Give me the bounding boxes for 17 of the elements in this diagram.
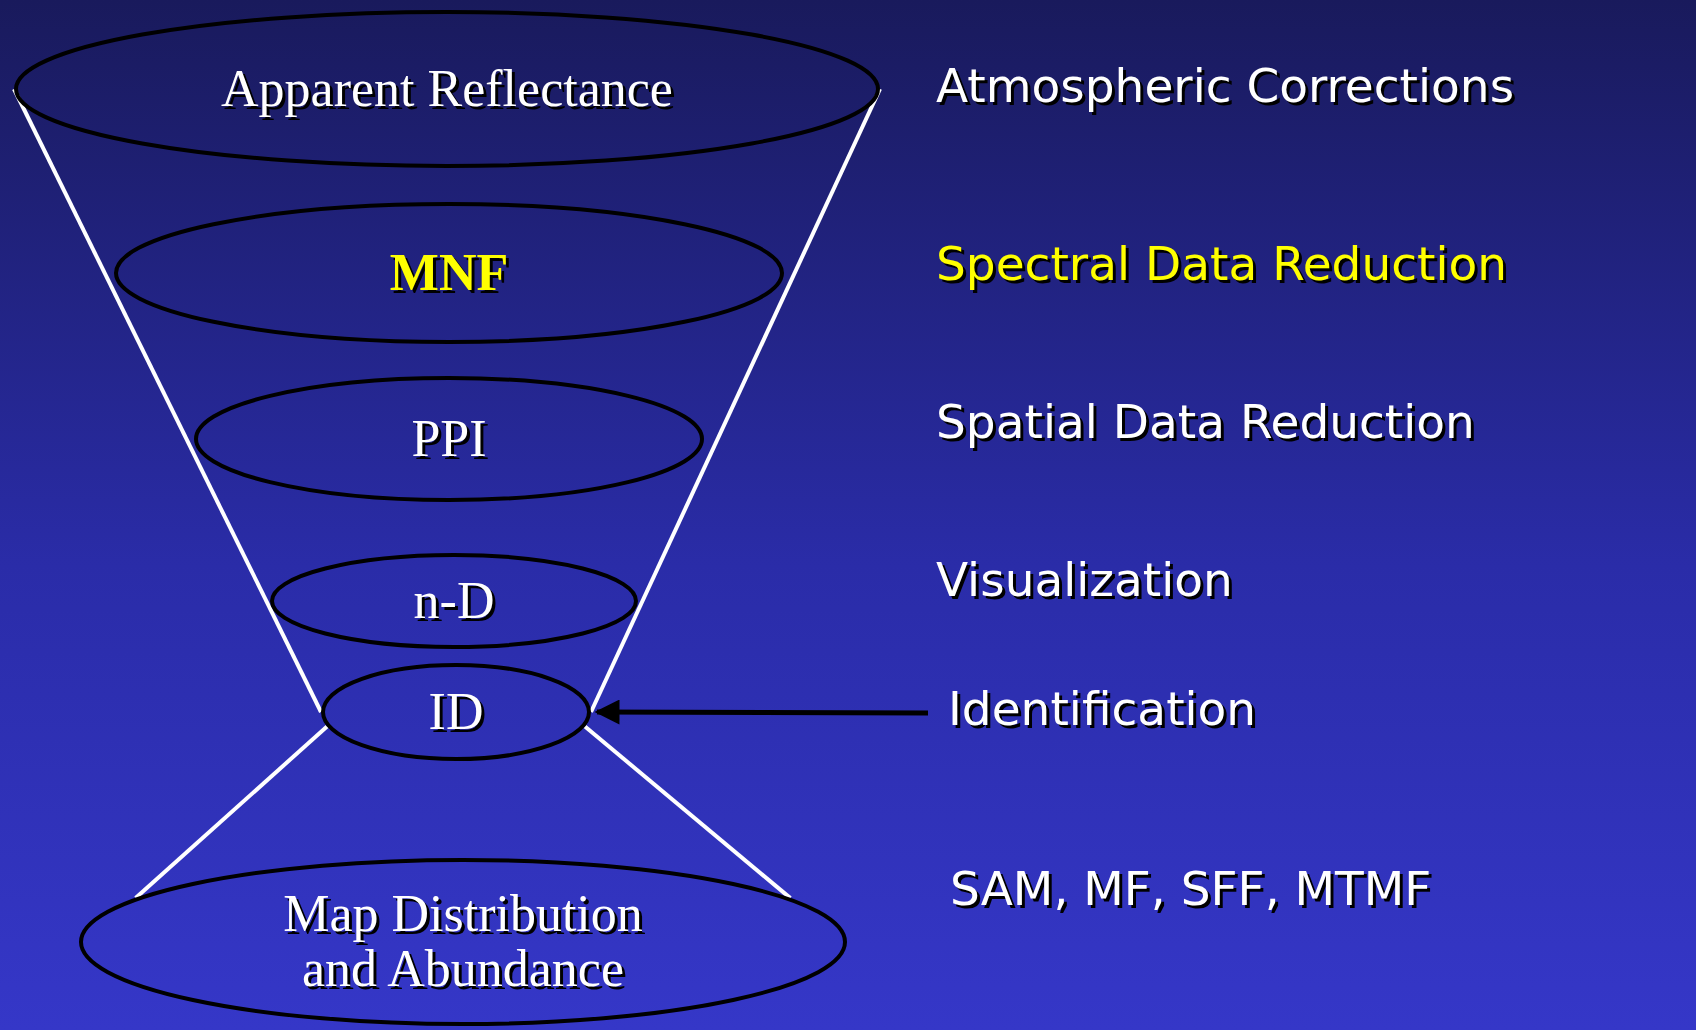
arrow xyxy=(594,699,928,725)
node-label: PPI xyxy=(411,411,487,467)
funnel-line xyxy=(12,88,323,713)
step-label: Identification xyxy=(948,681,1257,736)
node-label: MNF xyxy=(389,245,509,301)
funnel-line xyxy=(589,88,882,713)
funnel-line xyxy=(583,724,792,900)
step-label: SAM, MF, SFF, MTMF xyxy=(950,862,1433,917)
node-label: Map Distribution and Abundance xyxy=(282,887,644,997)
node-label: Apparent Reflectance xyxy=(221,61,673,117)
step-label: Atmospheric Corrections xyxy=(936,59,1515,114)
node-label: ID xyxy=(428,684,484,740)
step-label: Spatial Data Reduction xyxy=(936,395,1475,450)
step-label: Spectral Data Reduction xyxy=(936,237,1508,292)
funnel-line xyxy=(134,725,329,900)
step-label: Visualization xyxy=(936,553,1233,608)
node-label: n-D xyxy=(413,573,495,629)
